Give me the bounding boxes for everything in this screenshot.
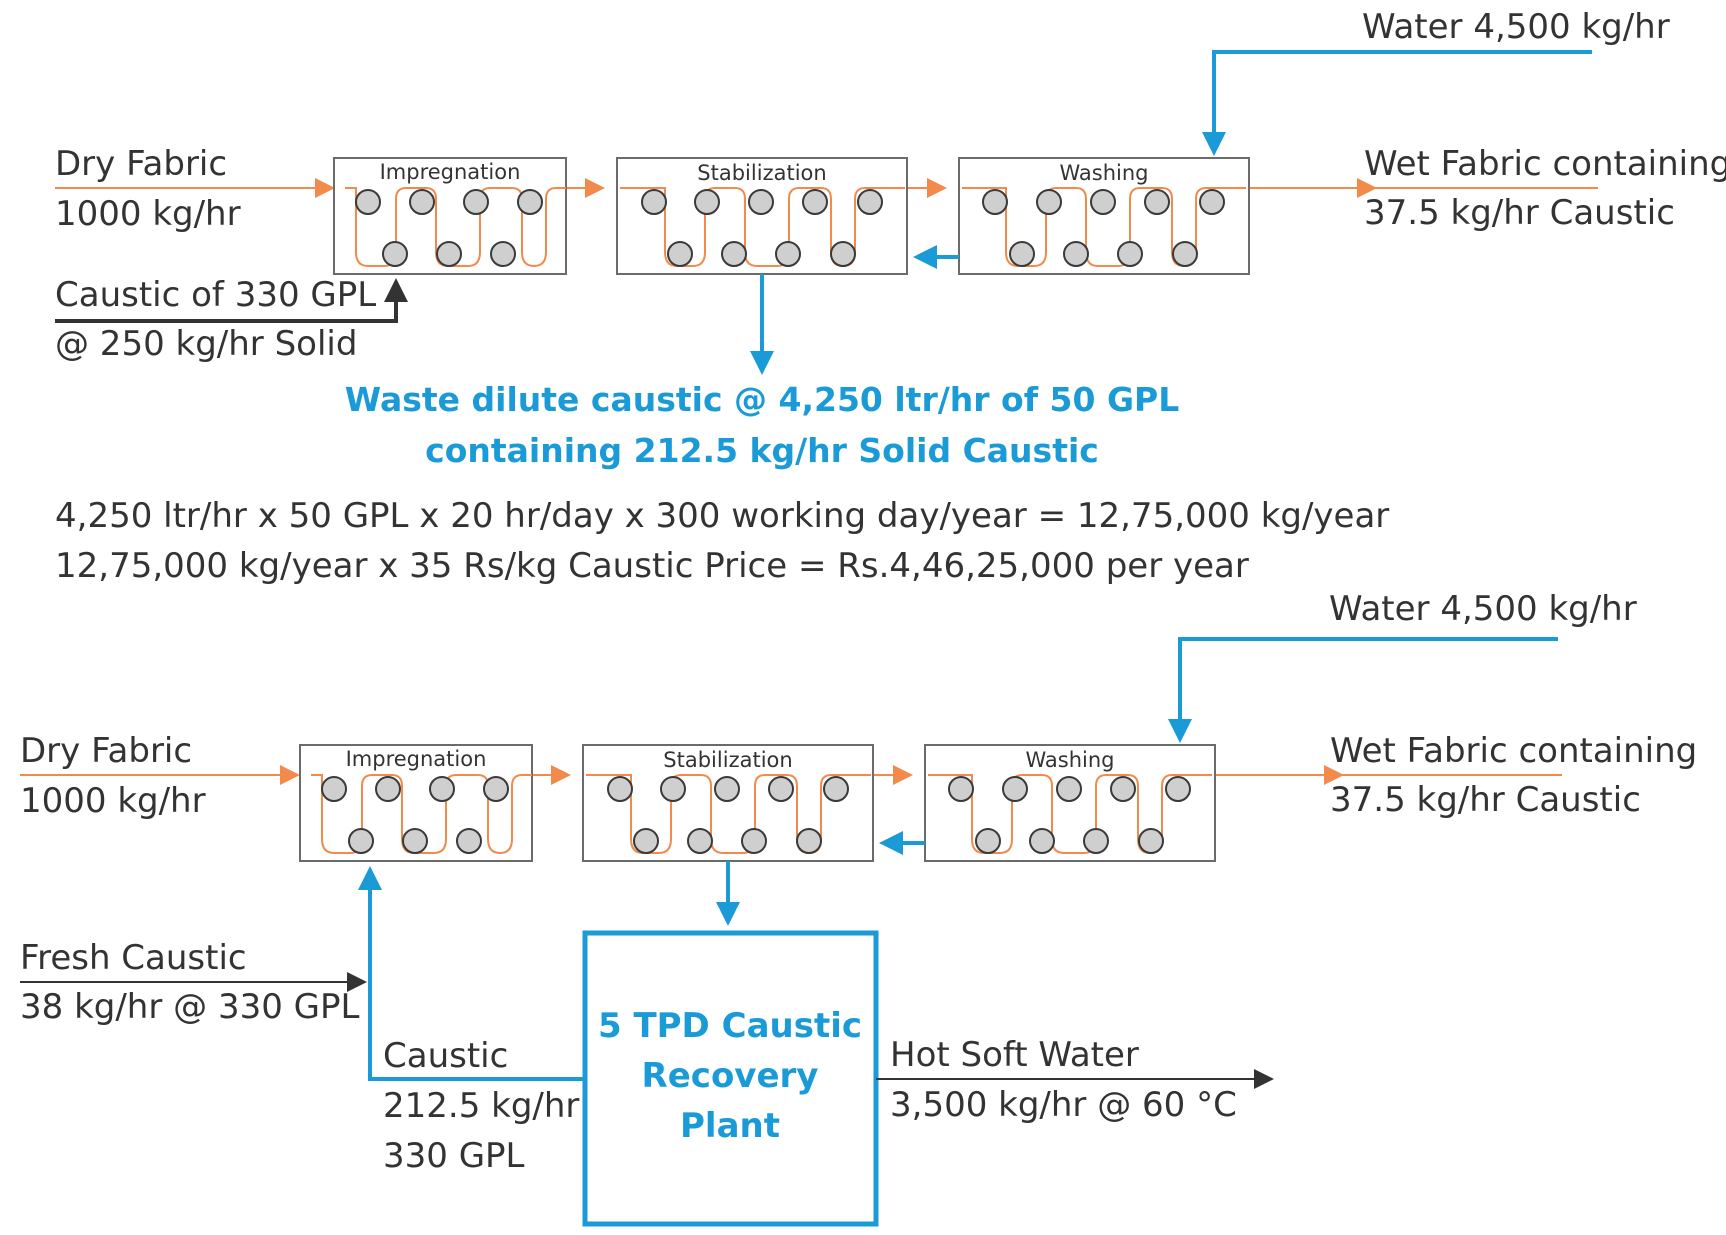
top-unit-washing: [958, 157, 1250, 275]
roller: [948, 776, 974, 802]
top-wet-fabric-caustic: 37.5 kg/hr Caustic: [1364, 193, 1675, 233]
roller: [375, 776, 401, 802]
roller: [857, 189, 883, 215]
roller: [348, 828, 374, 854]
hot-water-label: Hot Soft Water: [890, 1035, 1139, 1075]
roller: [1199, 189, 1225, 215]
roller: [1029, 828, 1055, 854]
recovered-caustic-label: Caustic: [383, 1036, 508, 1076]
bottom-rollers-impregnation: [321, 776, 509, 854]
roller: [823, 776, 849, 802]
top-dry-fabric-label: Dry Fabric: [55, 144, 227, 184]
roller: [490, 241, 516, 267]
cost-calculation: 4,250 ltr/hr x 50 GPL x 20 hr/day x 300 …: [55, 496, 1389, 586]
calc-line-cost: 12,75,000 kg/year x 35 Rs/kg Caustic Pri…: [55, 546, 1249, 586]
roller: [1144, 189, 1170, 215]
top-water-label: Water 4,500 kg/hr: [1362, 7, 1670, 47]
roller: [321, 776, 347, 802]
roller: [1009, 241, 1035, 267]
bottom-rollers-washing: [948, 776, 1191, 854]
roller: [687, 828, 713, 854]
top-waste-label: Waste dilute caustic @ 4,250 ltr/hr of 5…: [345, 380, 1180, 419]
top-wet-fabric-label: Wet Fabric containing: [1364, 144, 1726, 184]
roller: [768, 776, 794, 802]
roller: [517, 189, 543, 215]
top-dry-fabric-rate: 1000 kg/hr: [55, 194, 241, 234]
roller: [463, 189, 489, 215]
bottom-unit-label-washing: Washing: [1025, 748, 1114, 772]
top-unit-label-impregnation: Impregnation: [380, 160, 521, 184]
roller: [382, 241, 408, 267]
roller: [355, 189, 381, 215]
roller: [1172, 241, 1198, 267]
roller: [633, 828, 659, 854]
caustic-recovery-plant: [582, 930, 879, 1227]
top-rollers-washing: [982, 189, 1225, 267]
hot-water-rate: 3,500 kg/hr @ 60 °C: [890, 1085, 1237, 1125]
roller: [436, 241, 462, 267]
top-unit-label-stabilization: Stabilization: [697, 161, 826, 185]
bottom-water-inlet-arrow: [1168, 637, 1558, 743]
bottom-process: Impregnation Stabilization Washing: [20, 589, 1697, 1227]
roller: [741, 828, 767, 854]
roller: [1002, 776, 1028, 802]
bottom-unit-label-stabilization: Stabilization: [663, 748, 792, 772]
roller: [1036, 189, 1062, 215]
roller: [982, 189, 1008, 215]
top-caustic-feed-label: Caustic of 330 GPL: [55, 275, 376, 315]
top-caustic-feed-rate: @ 250 kg/hr Solid: [55, 324, 357, 364]
roller: [721, 241, 747, 267]
roller: [667, 241, 693, 267]
top-rollers-stabilization: [641, 189, 883, 267]
bottom-wet-fabric-caustic: 37.5 kg/hr Caustic: [1330, 780, 1641, 820]
roller: [402, 828, 428, 854]
fresh-caustic-label: Fresh Caustic: [20, 938, 247, 978]
top-rollers-impregnation: [355, 189, 543, 267]
roller: [660, 776, 686, 802]
roller: [802, 189, 828, 215]
bottom-unit-washing: [924, 744, 1216, 862]
roller: [1056, 776, 1082, 802]
roller: [409, 189, 435, 215]
roller: [429, 776, 455, 802]
roller: [796, 828, 822, 854]
bottom-water-label: Water 4,500 kg/hr: [1329, 589, 1637, 629]
roller: [1138, 828, 1164, 854]
plant-label-line1: 5 TPD Caustic: [598, 1006, 862, 1046]
recovered-caustic-rate: 212.5 kg/hr: [383, 1086, 579, 1126]
bottom-wet-fabric-label: Wet Fabric containing: [1330, 731, 1697, 771]
calc-line-volume: 4,250 ltr/hr x 50 GPL x 20 hr/day x 300 …: [55, 496, 1389, 536]
roller: [714, 776, 740, 802]
roller: [1063, 241, 1089, 267]
roller: [483, 776, 509, 802]
roller: [1090, 189, 1116, 215]
top-waste-solid-label: containing 212.5 kg/hr Solid Caustic: [425, 431, 1099, 470]
roller: [1110, 776, 1136, 802]
roller: [694, 189, 720, 215]
recovered-caustic-concentration: 330 GPL: [383, 1136, 525, 1176]
roller: [748, 189, 774, 215]
roller: [607, 776, 633, 802]
roller: [1165, 776, 1191, 802]
roller: [975, 828, 1001, 854]
bottom-dry-fabric-label: Dry Fabric: [20, 731, 192, 771]
bottom-unit-label-impregnation: Impregnation: [346, 747, 487, 771]
top-process: Impregnation Stabilization Washing: [55, 7, 1726, 470]
top-water-inlet-arrow: [1202, 50, 1592, 156]
bottom-dry-fabric-rate: 1000 kg/hr: [20, 781, 206, 821]
fresh-caustic-rate: 38 kg/hr @ 330 GPL: [20, 987, 359, 1027]
bottom-recovered-caustic-arrow: [358, 866, 585, 1081]
roller: [1117, 241, 1143, 267]
roller: [830, 241, 856, 267]
plant-label-line3: Plant: [680, 1106, 780, 1146]
roller: [641, 189, 667, 215]
top-caustic-feed-arrow: [55, 278, 408, 323]
plant-label-line2: Recovery: [642, 1056, 819, 1096]
bottom-rollers-stabilization: [607, 776, 849, 854]
roller: [775, 241, 801, 267]
roller: [456, 828, 482, 854]
top-unit-label-washing: Washing: [1059, 161, 1148, 185]
roller: [1083, 828, 1109, 854]
